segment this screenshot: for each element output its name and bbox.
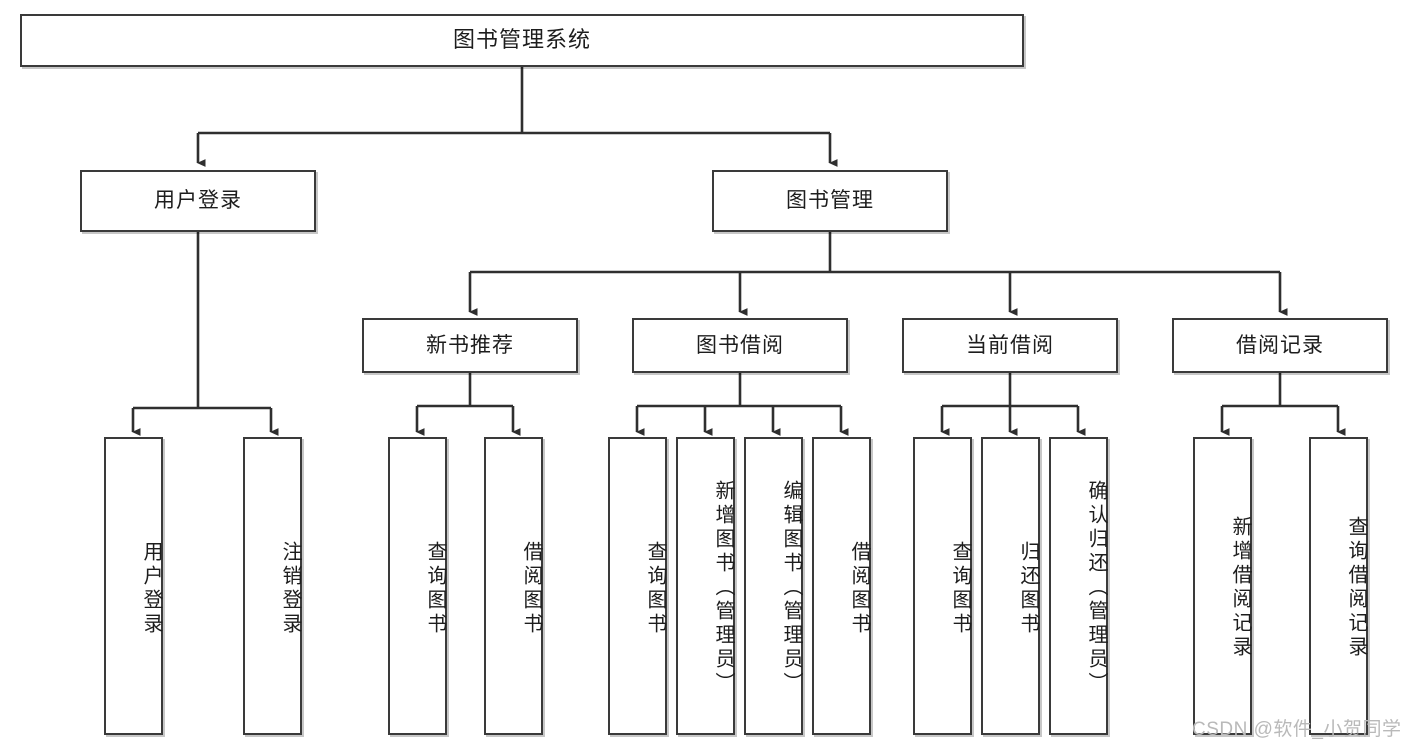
node-root-label: 图书管理系统	[452, 27, 591, 53]
leaf-logout-label: 注销登录	[279, 541, 301, 637]
leaf-add-borrow-record-label: 新增借阅记录	[1229, 516, 1251, 660]
leaf-query-book-current[interactable]: 查询图书	[913, 437, 972, 735]
leaf-query-book-borrow[interactable]: 查询图书	[608, 437, 667, 735]
csdn-watermark: CSDN @软件_小贺同学	[1192, 719, 1402, 740]
leaf-edit-book-admin[interactable]: 编辑图书（管理员）	[744, 437, 803, 735]
leaf-query-book-current-label: 查询图书	[949, 541, 971, 637]
node-current-borrow-label: 当前借阅	[966, 333, 1054, 357]
node-user-login[interactable]: 用户登录	[80, 170, 316, 232]
leaf-add-book-admin[interactable]: 新增图书（管理员）	[676, 437, 735, 735]
leaf-query-book-new-label: 查询图书	[424, 541, 446, 637]
leaf-return-book[interactable]: 归还图书	[981, 437, 1040, 735]
leaf-borrow-book-new-label: 借阅图书	[520, 541, 542, 637]
leaf-add-borrow-record[interactable]: 新增借阅记录	[1193, 437, 1252, 735]
node-book-management[interactable]: 图书管理	[712, 170, 948, 232]
leaf-return-book-label: 归还图书	[1017, 541, 1039, 637]
node-new-book-recommend[interactable]: 新书推荐	[362, 318, 578, 373]
leaf-user-login[interactable]: 用户登录	[104, 437, 163, 735]
node-current-borrow[interactable]: 当前借阅	[902, 318, 1118, 373]
leaf-add-book-admin-label: 新增图书（管理员）	[712, 480, 734, 696]
leaf-confirm-return-admin-label: 确认归还（管理员）	[1085, 480, 1107, 696]
leaf-borrow-book-label: 借阅图书	[848, 541, 870, 637]
node-book-borrow[interactable]: 图书借阅	[632, 318, 848, 373]
leaf-query-book-borrow-label: 查询图书	[644, 541, 666, 637]
node-new-book-recommend-label: 新书推荐	[426, 333, 514, 357]
leaf-logout[interactable]: 注销登录	[243, 437, 302, 735]
leaf-borrow-book[interactable]: 借阅图书	[812, 437, 871, 735]
leaf-confirm-return-admin[interactable]: 确认归还（管理员）	[1049, 437, 1108, 735]
node-borrow-records-label: 借阅记录	[1236, 333, 1324, 357]
leaf-query-book-new[interactable]: 查询图书	[388, 437, 447, 735]
leaf-user-login-label: 用户登录	[140, 541, 162, 637]
node-borrow-records[interactable]: 借阅记录	[1172, 318, 1388, 373]
node-root[interactable]: 图书管理系统	[20, 14, 1024, 67]
node-book-management-label: 图书管理	[786, 189, 874, 213]
node-book-borrow-label: 图书借阅	[696, 333, 784, 357]
leaf-borrow-book-new[interactable]: 借阅图书	[484, 437, 543, 735]
leaf-query-borrow-record-label: 查询借阅记录	[1345, 516, 1367, 660]
node-user-login-label: 用户登录	[154, 189, 242, 213]
leaf-edit-book-admin-label: 编辑图书（管理员）	[780, 480, 802, 696]
leaf-query-borrow-record[interactable]: 查询借阅记录	[1309, 437, 1368, 735]
